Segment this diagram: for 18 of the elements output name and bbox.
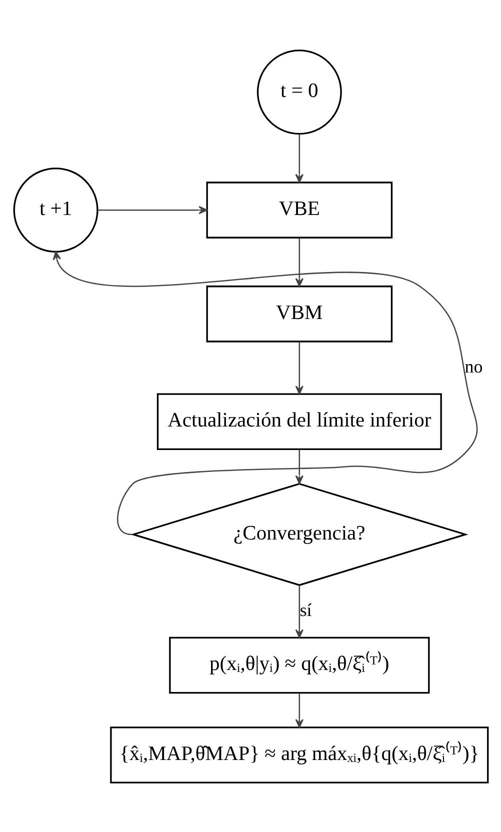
arrow xyxy=(294,341,303,394)
node-box: p(xᵢ,θ|yᵢ) ≈ q(xᵢ,θ/ξ̂ᵢ⁽ᵀ⁾) xyxy=(168,636,430,694)
node-box: VBM xyxy=(206,285,392,342)
node-circle: t = 0 xyxy=(256,49,342,134)
node-circle: t +1 xyxy=(12,167,98,252)
node-box: {x̂ᵢ,MAP,θ̂MAP} ≈ arg máxₓᵢ,θ{q(xᵢ,θ/ξ̂ᵢ⁽ᵀ⁾)} xyxy=(110,726,488,783)
edge-label: sí xyxy=(299,600,312,620)
edge-label: no xyxy=(464,356,482,376)
node-box: VBE xyxy=(206,181,392,238)
arrow xyxy=(294,692,303,728)
arrow xyxy=(52,250,477,535)
arrow xyxy=(294,449,303,484)
node-diamond: ¿Convergencia? xyxy=(130,482,468,586)
node-box: Actualización del límite inferior xyxy=(156,392,442,450)
arrow xyxy=(97,205,207,214)
arrow xyxy=(294,584,303,638)
arrow xyxy=(294,237,303,286)
arrow xyxy=(294,134,303,182)
